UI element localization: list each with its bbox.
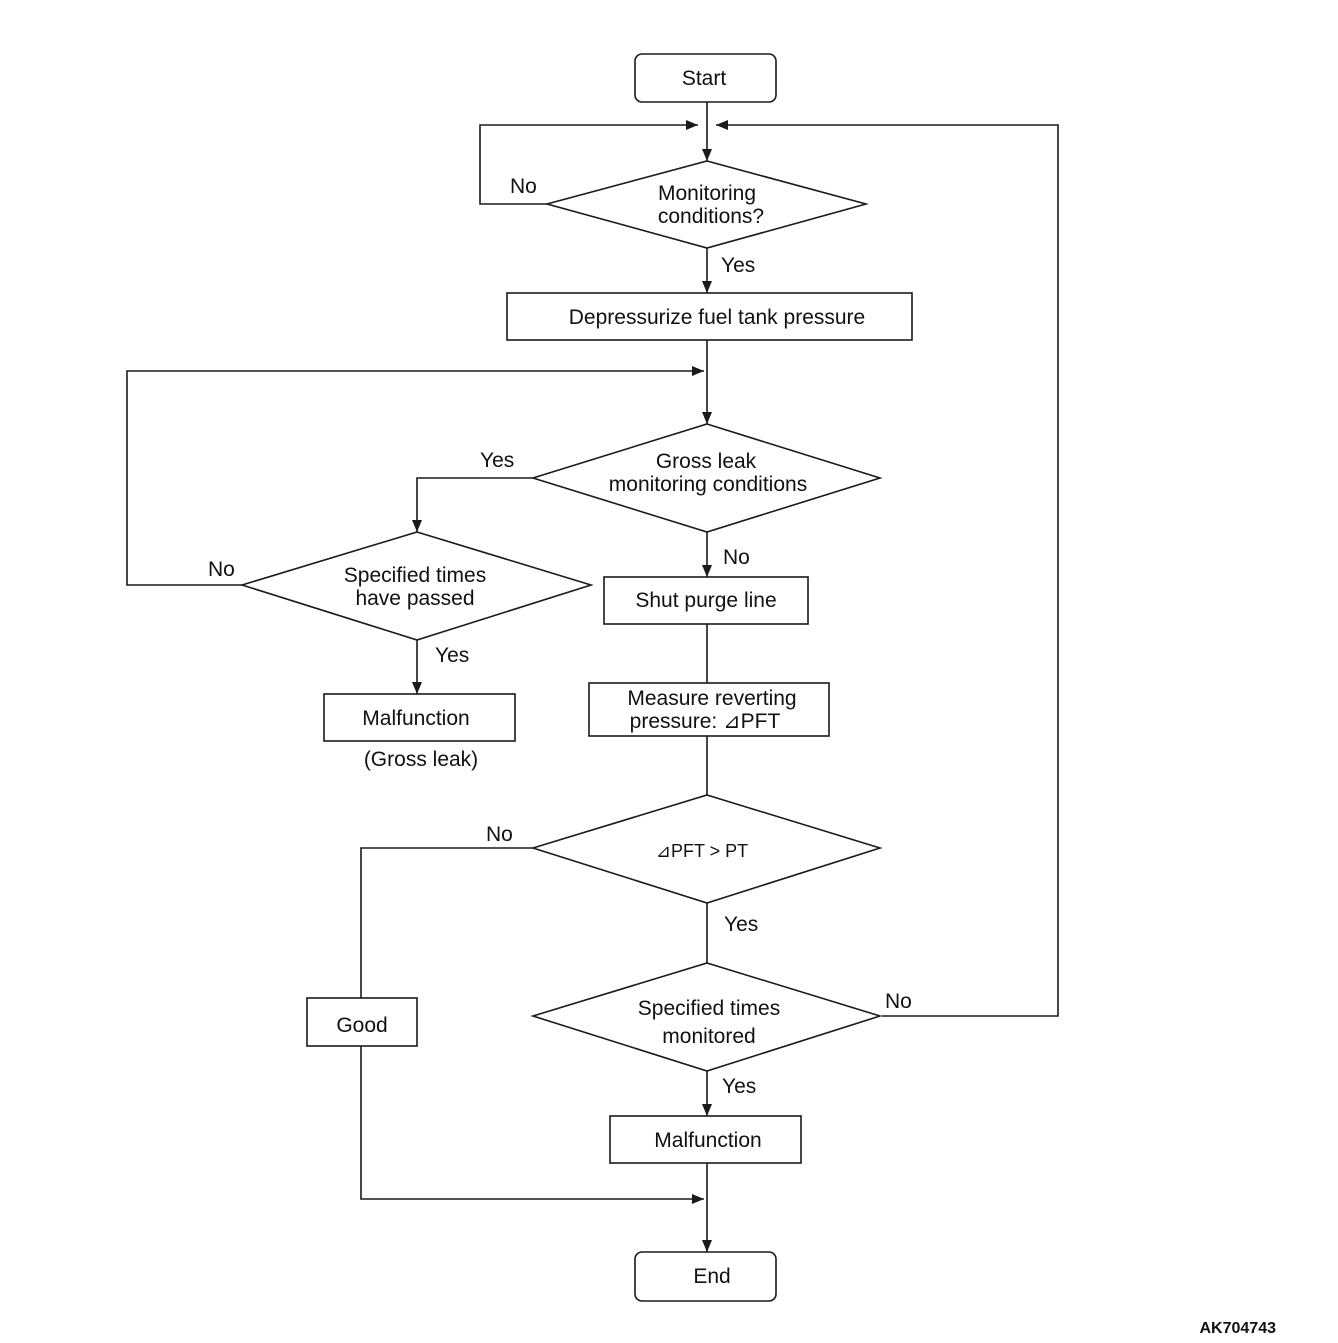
pft-label: ⊿PFT > PT xyxy=(656,841,748,861)
node-end: End xyxy=(634,1251,777,1302)
start-label: Start xyxy=(682,67,727,90)
node-malfunction: Malfunction xyxy=(609,1115,802,1164)
node-measure-reverting: Measure reverting pressure: ⊿PFT xyxy=(588,682,830,737)
edge-good-to-end xyxy=(360,1046,704,1204)
label-monitored-yes: Yes xyxy=(722,1075,756,1098)
pft-decision xyxy=(530,794,883,904)
good-label: Good xyxy=(336,1014,387,1037)
node-good: Good xyxy=(306,997,418,1047)
label-gross-no: No xyxy=(723,546,750,569)
edge-monitoring-no-loop xyxy=(479,120,698,205)
measure-box xyxy=(588,682,830,737)
malfunction-box xyxy=(609,1115,802,1164)
label-monitoring-no: No xyxy=(510,175,537,198)
gross-leak-decision xyxy=(530,423,883,533)
node-shut-purge: Shut purge line xyxy=(603,576,809,625)
node-depressurize: Depressurize fuel tank pressure xyxy=(506,292,913,341)
node-monitoring-conditions: Monitoring conditions? xyxy=(543,160,870,249)
gross-label-line1: Gross leak xyxy=(656,450,757,473)
label-passed-no: No xyxy=(208,558,235,581)
node-start: Start xyxy=(634,53,777,103)
monitoring-label-line2: conditions? xyxy=(658,205,764,228)
edge-gross-yes xyxy=(412,477,533,532)
malfunction-gross-note: (Gross leak) xyxy=(364,748,478,771)
start-terminal xyxy=(634,53,777,103)
malfunction-gross-label: Malfunction xyxy=(362,707,469,730)
edge-monitored-no-loop xyxy=(716,120,1059,1017)
label-monitoring-yes: Yes xyxy=(721,254,755,277)
node-specified-times-monitored: Specified times monitored xyxy=(530,962,883,1072)
connectors xyxy=(126,102,1059,1252)
measure-label-line2: pressure: ⊿PFT xyxy=(630,710,781,733)
end-label: End xyxy=(693,1265,730,1288)
passed-label-line1: Specified times xyxy=(344,564,486,587)
edge-labels: No Yes Yes No No Yes No Yes No Yes xyxy=(208,175,912,1098)
good-box xyxy=(306,997,418,1047)
shut-purge-label: Shut purge line xyxy=(635,589,776,612)
monitored-label-line1: Specified times xyxy=(638,997,780,1020)
edge-pft-no xyxy=(360,847,533,998)
passed-label-line2: have passed xyxy=(355,587,474,610)
node-specified-times-passed: Specified times have passed xyxy=(239,531,594,641)
label-pft-yes: Yes xyxy=(724,913,758,936)
figure-code: AK704743 xyxy=(1200,1320,1277,1337)
label-monitored-no: No xyxy=(885,990,912,1013)
node-pft-gt-pt: ⊿PFT > PT xyxy=(530,794,883,904)
edge-passed-no-loop xyxy=(126,366,704,586)
monitored-decision xyxy=(530,962,883,1072)
end-terminal xyxy=(634,1251,777,1302)
depressurize-process xyxy=(506,292,913,341)
shut-purge-box xyxy=(603,576,809,625)
label-gross-yes: Yes xyxy=(480,449,514,472)
monitored-label-line2: monitored xyxy=(662,1025,755,1048)
node-malfunction-gross: Malfunction (Gross leak) xyxy=(323,693,516,771)
depressurize-label: Depressurize fuel tank pressure xyxy=(569,306,865,329)
measure-label-line1: Measure reverting xyxy=(627,687,796,710)
monitoring-label-line1: Monitoring xyxy=(658,182,756,205)
passed-decision xyxy=(239,531,594,641)
label-pft-no: No xyxy=(486,823,513,846)
monitoring-decision xyxy=(543,160,870,249)
label-passed-yes: Yes xyxy=(435,644,469,667)
malfunction-gross-box xyxy=(323,693,516,742)
gross-label-line2: monitoring conditions xyxy=(609,473,807,496)
node-gross-leak-conditions: Gross leak monitoring conditions xyxy=(530,423,883,533)
malfunction-label: Malfunction xyxy=(654,1129,761,1152)
